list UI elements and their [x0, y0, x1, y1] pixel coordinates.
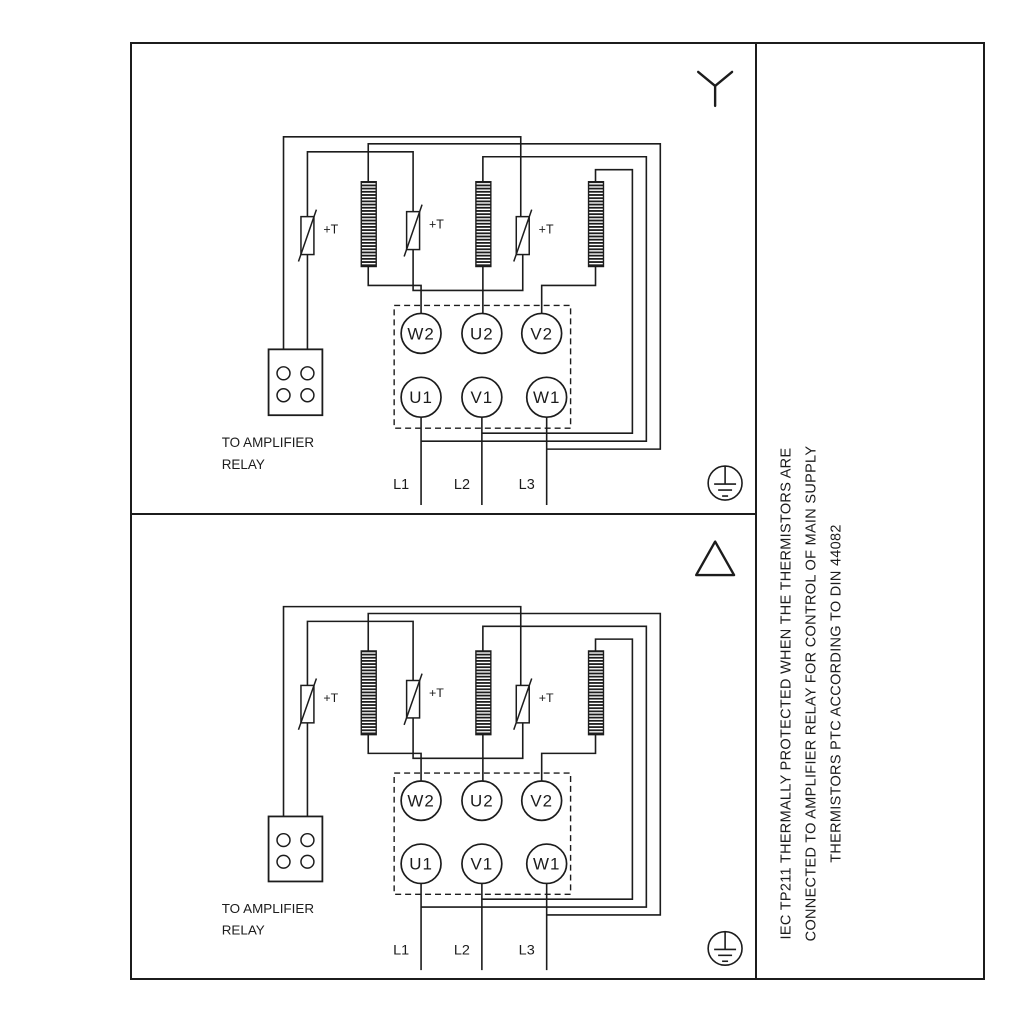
panel-sidebar-divider [755, 44, 757, 978]
delta-icon [694, 540, 736, 577]
note-line: IEC TP211 THERMALLY PROTECTED WHEN THE T… [778, 447, 795, 940]
panel-divider [132, 513, 755, 515]
diagram-frame: IEC TP211 THERMALLY PROTECTED WHEN THE T… [130, 42, 985, 980]
note-line: CONNECTED TO AMPLIFIER RELAY FOR CONTROL… [803, 445, 820, 942]
star-icon [696, 70, 734, 108]
delta-connection-panel [220, 540, 743, 972]
note-line: THERMISTORS PTC ACCORDING TO DIN 44082 [828, 524, 845, 863]
note-text: IEC TP211 THERMALLY PROTECTED WHEN THE T… [775, 394, 850, 994]
star-connection-panel [220, 70, 743, 506]
